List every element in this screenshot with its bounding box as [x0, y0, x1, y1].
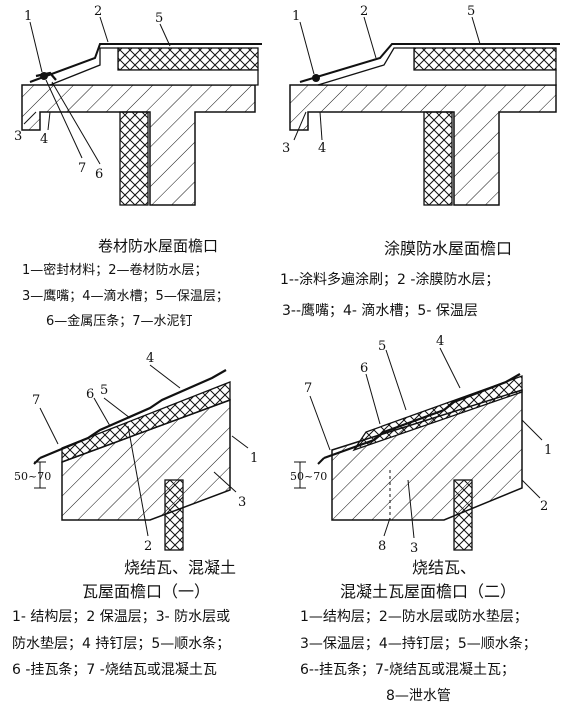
callout-2: 2 [360, 4, 368, 19]
legend-line-3: 6—金属压条；7—水泥钉 [46, 314, 193, 329]
callout-6: 6 [360, 361, 368, 376]
callout-2: 2 [540, 499, 548, 514]
figure-title-line-1: 烧结瓦、混凝土 [124, 558, 237, 577]
legend-line-1: 1- 结构层；2 保温层；3- 防水层或 [12, 609, 231, 625]
legend-line-1: 1—密封材料；2—卷材防水层； [22, 263, 208, 278]
legend-line-3: 6 -挂瓦条；7 -烧结瓦或混凝土瓦 [12, 662, 217, 678]
legend-line-2: 3--鹰嘴；4- 滴水槽；5- 保温层 [282, 303, 478, 319]
legend-line-2: 防水垫层；4 持钉层；5—顺水条； [12, 636, 231, 652]
panel-bottom-right: 5 4 6 7 1 2 8 3 50~70 烧结瓦、 混凝土瓦屋面檐口（二） 1… [290, 334, 588, 708]
panel-top-right: 1 2 5 3 4 涂膜防水屋面檐口 1--涂料多遍涂刷；2 -涂膜防水层； 3… [280, 0, 588, 340]
callout-4: 4 [40, 132, 48, 147]
callout-7: 7 [304, 381, 312, 396]
callout-6: 6 [86, 387, 94, 402]
legend-line-2: 3—保温层；4—持钉层；5—顺水条； [300, 636, 537, 652]
callout-4: 4 [318, 141, 326, 156]
legend-line-2: 3—鹰嘴；4—滴水槽；5—保温层； [22, 289, 229, 304]
callout-5: 5 [467, 4, 475, 19]
callout-2: 2 [144, 539, 152, 554]
legend-line-1: 1—结构层；2—防水层或防水垫层； [300, 609, 528, 625]
callout-1: 1 [24, 9, 32, 24]
callout-3: 3 [410, 541, 418, 556]
eave-detail-tile-roof-2: 5 4 6 7 1 2 8 3 50~70 [290, 334, 552, 556]
eave-detail-coating-membrane: 1 2 5 3 4 [282, 4, 560, 206]
callout-3: 3 [14, 129, 22, 144]
callout-4: 4 [146, 351, 154, 366]
legend-line-3: 6--挂瓦条；7-烧结瓦或混凝土瓦； [300, 662, 515, 678]
callout-7: 7 [78, 161, 86, 176]
callout-3: 3 [238, 495, 246, 510]
dimension-label: 50~70 [14, 470, 51, 483]
callout-5: 5 [155, 11, 163, 26]
callout-7: 7 [32, 393, 40, 408]
callout-4: 4 [436, 334, 444, 349]
figure-title: 涂膜防水屋面檐口 [384, 239, 513, 258]
legend-line-4: 8—泄水管 [386, 688, 451, 704]
callout-1: 1 [292, 9, 300, 24]
callout-1: 1 [250, 451, 258, 466]
callout-3: 3 [282, 141, 290, 156]
figure-title-line-1: 烧结瓦、 [412, 558, 477, 577]
callout-2: 2 [94, 4, 102, 19]
panel-bottom-left: 4 5 6 7 1 3 2 50~70 烧结瓦、混凝土 瓦屋面檐口（一） 1- … [0, 340, 294, 708]
callout-6: 6 [95, 167, 103, 182]
figure-title-line-2: 瓦屋面檐口（一） [82, 582, 211, 601]
eave-detail-tile-roof-1: 4 5 6 7 1 3 2 50~70 [14, 351, 258, 554]
callout-5: 5 [378, 339, 386, 354]
legend-line-1: 1--涂料多遍涂刷；2 -涂膜防水层； [280, 272, 500, 288]
figure-title: 卷材防水屋面檐口 [98, 237, 219, 255]
panel-top-left: 1 2 5 3 4 7 6 卷材防水屋面檐口 1—密封材料；2—卷材防水层； 3… [0, 0, 294, 340]
figure-title-line-2: 混凝土瓦屋面檐口（二） [340, 582, 517, 601]
dimension-label: 50~70 [290, 470, 327, 483]
callout-5: 5 [100, 383, 108, 398]
callout-8: 8 [378, 539, 386, 554]
eave-detail-coiled-membrane: 1 2 5 3 4 7 6 [14, 4, 262, 206]
callout-1: 1 [544, 443, 552, 458]
